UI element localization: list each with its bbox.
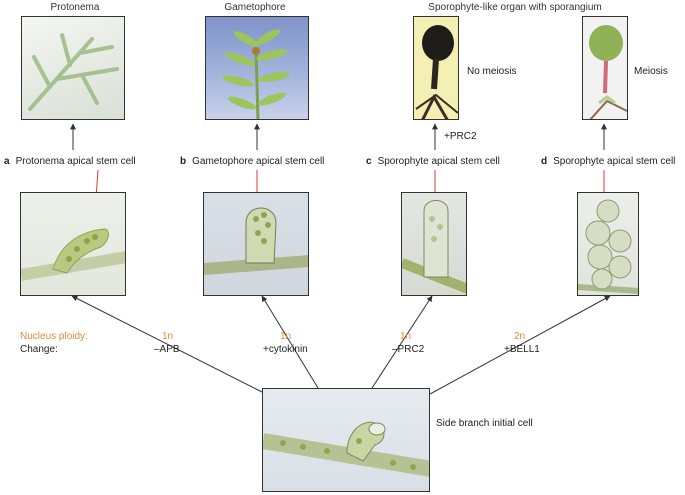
title-protonema: Protonema bbox=[20, 2, 130, 13]
no-meiosis-note: No meiosis bbox=[467, 66, 516, 77]
panel-letter-a: a bbox=[4, 156, 10, 167]
side-branch-note: Side branch initial cell bbox=[436, 418, 533, 429]
panel-text-a: Protonema apical stem cell bbox=[16, 156, 136, 167]
sporophyte-c-cell-illustration bbox=[402, 193, 467, 296]
protonema-cell-illustration bbox=[21, 193, 126, 296]
side-branch-illustration bbox=[263, 389, 430, 492]
panel-label-c: c Sporophyte apical stem cell bbox=[366, 156, 500, 167]
ploidy-b: 1n bbox=[280, 331, 291, 342]
line-to-c bbox=[372, 296, 432, 388]
sporophyte-meiosis-photo bbox=[582, 16, 628, 120]
ploidy-d: 2n bbox=[514, 331, 525, 342]
gametophore-stem-cell-photo bbox=[203, 192, 309, 296]
sporophyte-d-stem-cell-photo bbox=[577, 192, 639, 296]
protonema-photo bbox=[21, 16, 125, 120]
panel-letter-b: b bbox=[180, 156, 186, 167]
title-sporophyte-organ: Sporophyte-like organ with sporangium bbox=[400, 2, 630, 13]
panel-label-d: d Sporophyte apical stem cell bbox=[541, 156, 675, 167]
dark-sporophyte-illustration bbox=[414, 17, 459, 120]
gametophore-photo bbox=[205, 16, 309, 120]
nucleus-ploidy-label: Nucleus ploidy: bbox=[20, 331, 88, 342]
ploidy-c: 1n bbox=[400, 331, 411, 342]
panel-letter-c: c bbox=[366, 156, 372, 167]
gametophore-shoot-illustration bbox=[206, 17, 309, 120]
sporophyte-c-stem-cell-photo bbox=[401, 192, 467, 296]
panel-text-c: Sporophyte apical stem cell bbox=[378, 156, 500, 167]
change-a: –APB bbox=[154, 344, 180, 355]
change-c: –PRC2 bbox=[392, 344, 424, 355]
change-b: +cytokinin bbox=[263, 344, 308, 355]
panel-text-d: Sporophyte apical stem cell bbox=[553, 156, 675, 167]
gametophore-cell-illustration bbox=[204, 193, 309, 296]
panel-label-b: b Gametophore apical stem cell bbox=[180, 156, 324, 167]
side-branch-photo bbox=[262, 388, 430, 492]
protonema-filaments-illustration bbox=[22, 17, 125, 120]
panel-letter-d: d bbox=[541, 156, 547, 167]
green-sporangium-illustration bbox=[583, 17, 628, 120]
ploidy-a: 1n bbox=[162, 331, 173, 342]
panel-label-a: a Protonema apical stem cell bbox=[4, 156, 136, 167]
change-d: +BELL1 bbox=[504, 344, 540, 355]
line-to-b bbox=[262, 296, 318, 388]
sporophyte-d-cell-illustration bbox=[578, 193, 639, 296]
protonema-stem-cell-photo bbox=[20, 192, 126, 296]
meiosis-note: Meiosis bbox=[634, 66, 668, 77]
sporophyte-no-meiosis-photo bbox=[413, 16, 459, 120]
title-gametophore: Gametophore bbox=[200, 2, 310, 13]
panel-text-b: Gametophore apical stem cell bbox=[192, 156, 324, 167]
change-label: Change: bbox=[20, 344, 58, 355]
prc2-plus-label: +PRC2 bbox=[444, 131, 477, 142]
